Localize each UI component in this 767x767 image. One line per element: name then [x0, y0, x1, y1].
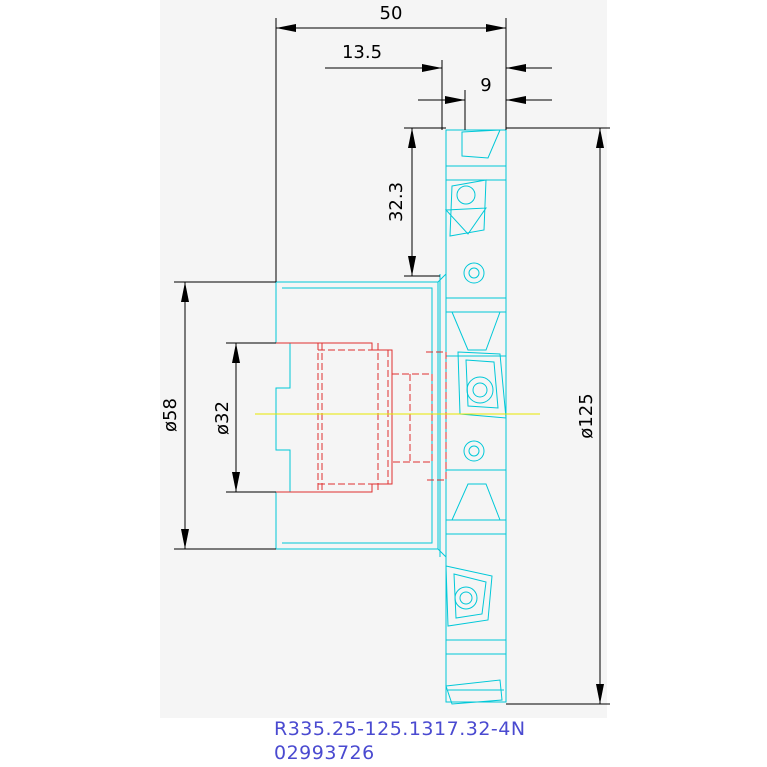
insert-center — [457, 351, 507, 419]
bore-outline — [276, 342, 393, 493]
screw-top — [463, 262, 485, 284]
dimension-lines — [174, 18, 610, 705]
item-code-label: 02993726 — [274, 742, 375, 764]
part-number-label: R335.25-125.1317.32-4N — [274, 718, 526, 740]
arbor-hidden-lines — [276, 342, 447, 493]
dim-cutter-diameter: ø125 — [576, 393, 597, 438]
dim-radial-offset: 32.3 — [386, 182, 407, 222]
disc-outline — [445, 129, 507, 703]
cutter-body-outline — [275, 129, 507, 705]
dim-insert-width: 9 — [480, 75, 491, 96]
dim-bore-diameter: ø32 — [212, 401, 233, 435]
drawing-sheet — [160, 0, 607, 718]
dim-offset-width: 13.5 — [342, 42, 382, 63]
dim-overall-width: 50 — [380, 3, 403, 24]
insert-bottom — [445, 565, 503, 705]
dim-hub-diameter: ø58 — [160, 398, 181, 432]
screw-middle — [463, 440, 485, 462]
insert-top — [444, 129, 501, 237]
